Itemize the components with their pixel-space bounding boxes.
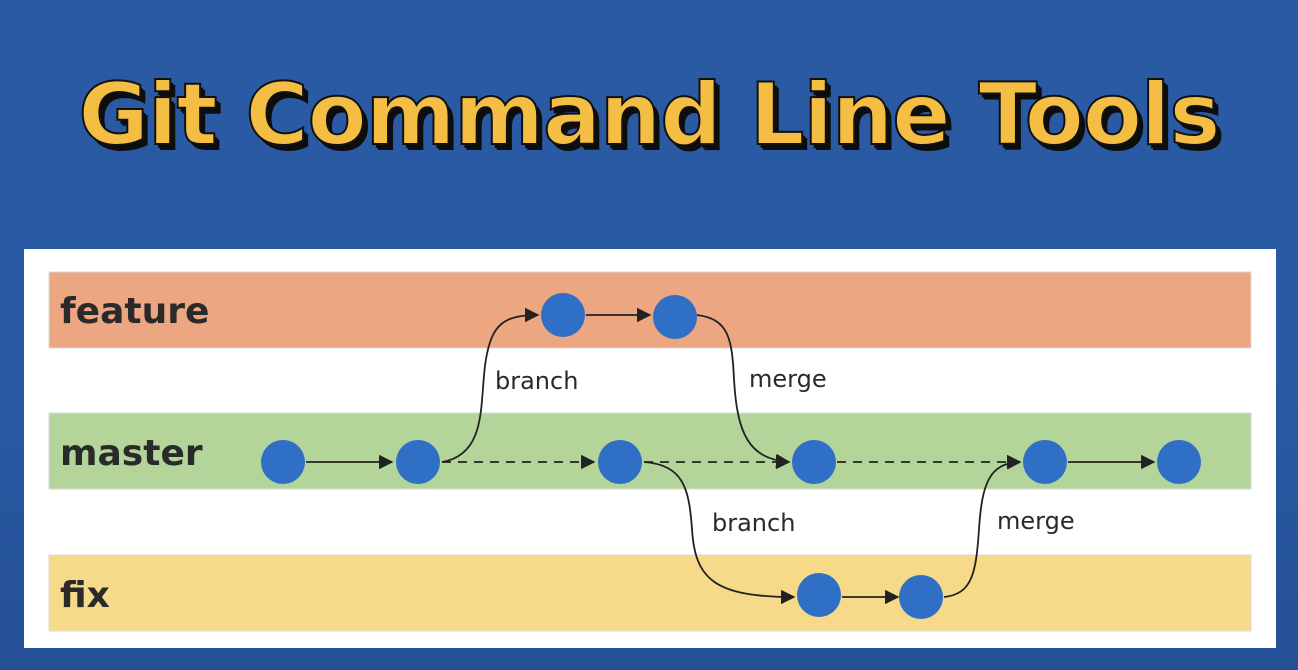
lane-label-master: master [60,433,203,474]
edge-label-feature-merge: merge [749,365,827,393]
commit-node-m1 [261,440,305,484]
commit-node-f2 [653,295,697,339]
commit-node-f1 [541,293,585,337]
commit-node-m4 [792,440,836,484]
edge-label-fix-merge: merge [997,507,1075,535]
commit-node-m2 [396,440,440,484]
commit-node-m6 [1157,440,1201,484]
git-branch-diagram-panel: feature master fix branch merge branch m… [24,249,1276,648]
git-branch-diagram: feature master fix branch merge branch m… [48,271,1252,632]
edge-x2-m5-merge [943,455,1022,598]
commit-node-m3 [598,440,642,484]
edge-m3-x1-branch [643,461,796,605]
lane-master [48,412,1252,490]
lane-feature [48,271,1252,349]
edge-m2-f1-branch [441,307,540,463]
commit-node-x2 [899,575,943,619]
lane-label-fix: fix [60,575,110,616]
commit-node-x1 [797,573,841,617]
commit-node-m5 [1023,440,1067,484]
page-title: Git Command Line Tools [77,65,1221,165]
edge-f2-m4-merge [696,314,791,469]
lane-label-feature: feature [60,291,209,332]
edge-label-fix-branch: branch [712,509,795,537]
lane-fix [48,554,1252,632]
edge-label-feature-branch: branch [495,367,578,395]
